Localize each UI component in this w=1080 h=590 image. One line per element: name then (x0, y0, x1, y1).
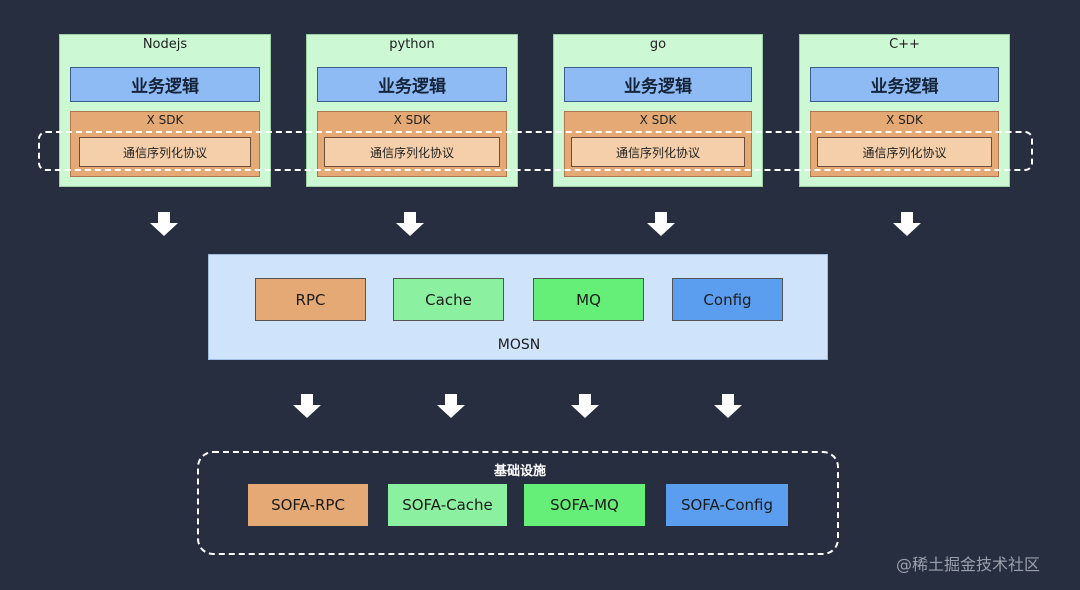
protocol-box: 通信序列化协议 (324, 137, 500, 167)
sofa-rpc-box: SOFA-RPC (248, 484, 368, 526)
down-arrow-icon (713, 394, 743, 418)
sdk-box: X SDK 通信序列化协议 (810, 111, 999, 177)
lang-title: python (389, 37, 435, 52)
lang-title: go (649, 37, 667, 52)
lang-title: C++ (889, 37, 920, 52)
sdk-box: X SDK 通信序列化协议 (317, 111, 507, 177)
protocol-highlight-band (38, 131, 1033, 171)
business-logic-box: 业务逻辑 (564, 67, 752, 102)
down-arrow-icon (892, 212, 922, 236)
lang-card-cpp: C++ 业务逻辑 X SDK 通信序列化协议 (799, 34, 1010, 187)
business-logic-box: 业务逻辑 (810, 67, 999, 102)
down-arrow-icon (436, 394, 466, 418)
sdk-box: X SDK 通信序列化协议 (70, 111, 260, 177)
mosn-label: MOSN (497, 337, 541, 353)
business-logic-box: 业务逻辑 (70, 67, 260, 102)
protocol-box: 通信序列化协议 (817, 137, 992, 167)
protocol-box: 通信序列化协议 (571, 137, 745, 167)
mosn-module-config: Config (672, 278, 783, 321)
sofa-cache-box: SOFA-Cache (388, 484, 507, 526)
sofa-config-box: SOFA-Config (666, 484, 788, 526)
lang-card-python: python 业务逻辑 X SDK 通信序列化协议 (306, 34, 518, 187)
sdk-box: X SDK 通信序列化协议 (564, 111, 752, 177)
protocol-box: 通信序列化协议 (79, 137, 251, 167)
lang-card-go: go 业务逻辑 X SDK 通信序列化协议 (553, 34, 763, 187)
down-arrow-icon (292, 394, 322, 418)
sdk-label: X SDK (886, 113, 923, 127)
lang-card-nodejs: Nodejs 业务逻辑 X SDK 通信序列化协议 (59, 34, 271, 187)
sofa-mq-box: SOFA-MQ (524, 484, 645, 526)
down-arrow-icon (395, 212, 425, 236)
lang-title: Nodejs (142, 37, 188, 52)
infrastructure-group: 基础设施 SOFA-RPC SOFA-Cache SOFA-MQ SOFA-Co… (197, 451, 839, 555)
business-logic-box: 业务逻辑 (317, 67, 507, 102)
mosn-module-mq: MQ (533, 278, 644, 321)
down-arrow-icon (149, 212, 179, 236)
watermark-text: @稀土掘金技术社区 (896, 555, 1041, 574)
down-arrow-icon (646, 212, 676, 236)
sdk-label: X SDK (393, 113, 431, 127)
mosn-module-rpc: RPC (255, 278, 366, 321)
sdk-label: X SDK (146, 113, 184, 127)
down-arrow-icon (570, 394, 600, 418)
infrastructure-title: 基础设施 (493, 464, 546, 479)
mosn-module-cache: Cache (393, 278, 504, 321)
sdk-label: X SDK (639, 113, 677, 127)
mosn-box: RPC Cache MQ Config MOSN (208, 254, 828, 360)
